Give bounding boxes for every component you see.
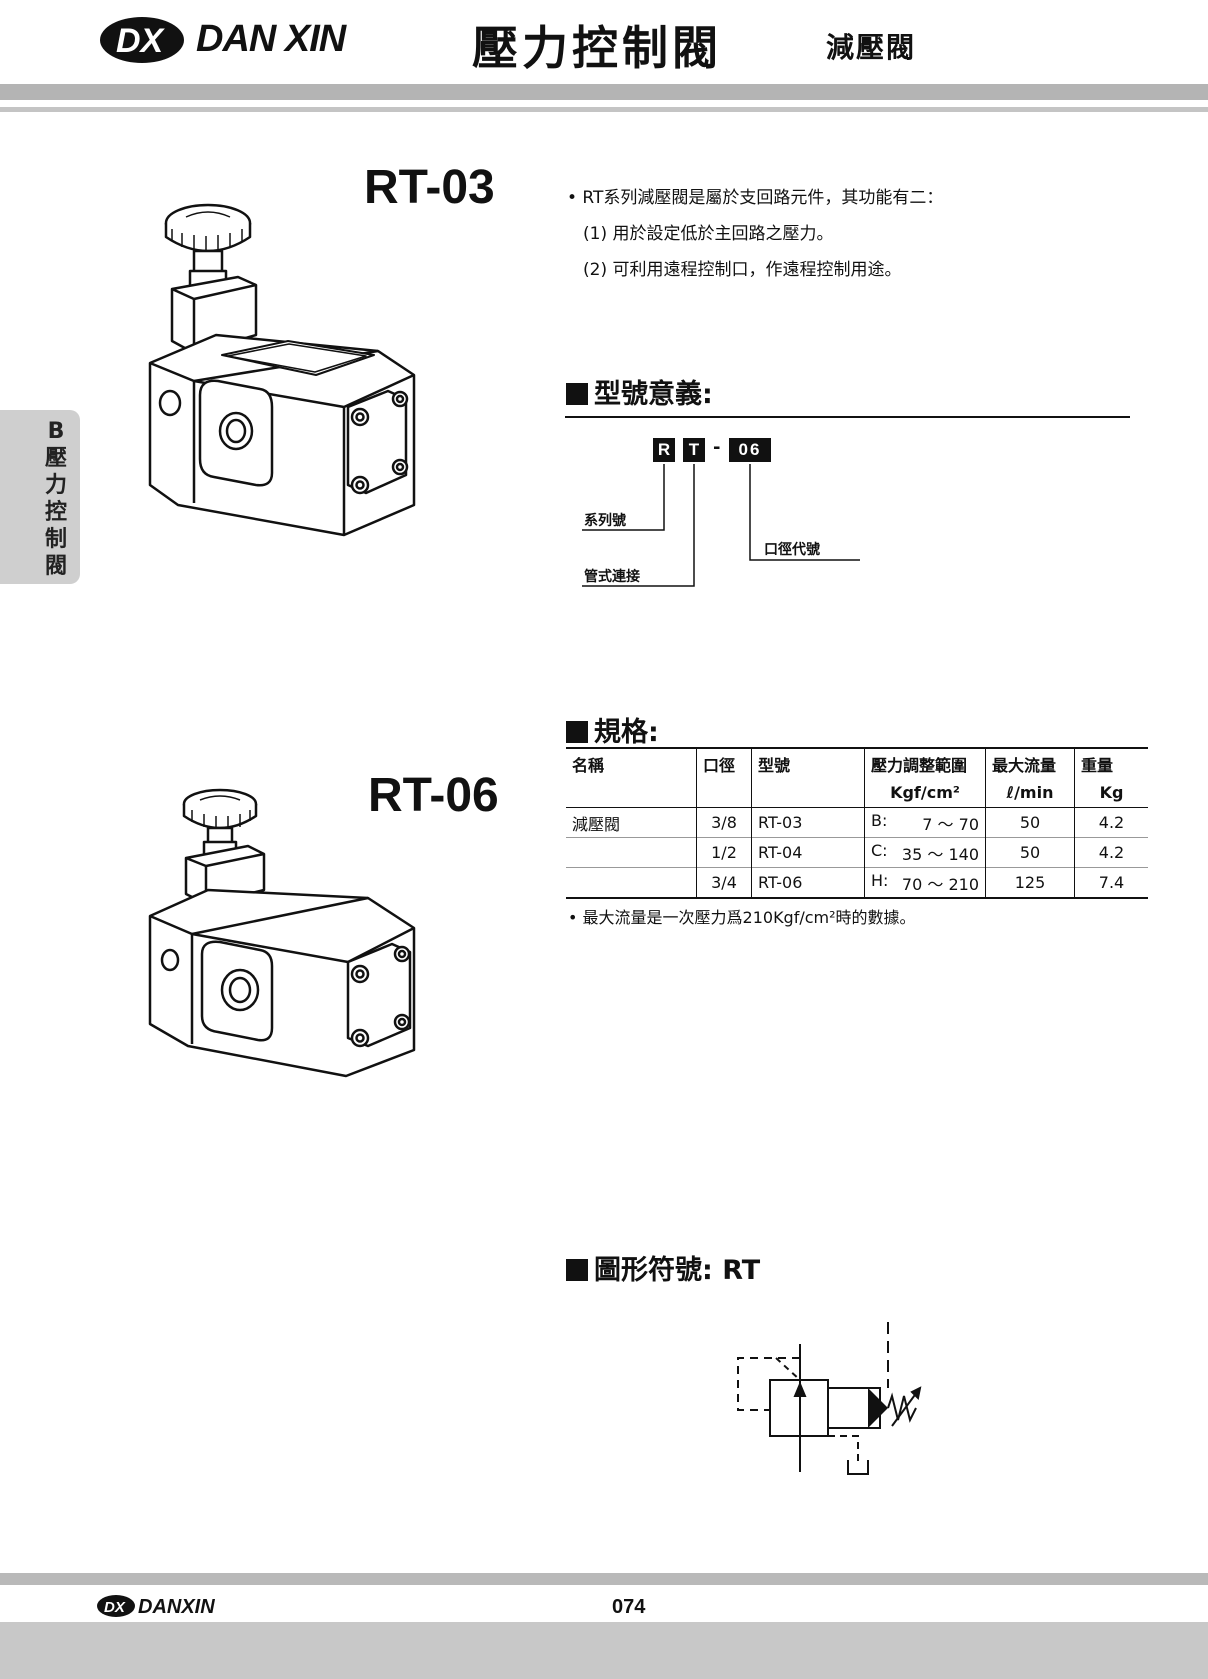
- pressure-range: 70 ～ 210: [901, 874, 979, 894]
- specs-heading: 規格:: [566, 710, 659, 749]
- intro-line: (1) 用於設定低於主回路之壓力。: [583, 224, 834, 244]
- cell-model: RT-03: [751, 807, 865, 838]
- intro-line: • RT系列減壓閥是屬於支回路元件，其功能有二：: [567, 188, 944, 208]
- unit-pressure: Kgf/cm²: [864, 778, 986, 808]
- cell-size: 1/2: [696, 837, 752, 868]
- code-box-size: 06: [729, 438, 771, 462]
- cell-size: 3/4: [696, 867, 752, 898]
- cell-flow: 125: [985, 867, 1075, 898]
- footer-rule-thin: [0, 1573, 1208, 1585]
- intro-line: (2) 可利用遠程控制口，作遠程控制用途。: [583, 260, 902, 280]
- footer-logo-mark-text: DX: [104, 1599, 126, 1616]
- heading-square-icon: [566, 1259, 588, 1281]
- side-tab-label: B壓力控制閥: [44, 419, 67, 579]
- hydraulic-symbol-rt: [730, 1322, 950, 1488]
- cell-pressure: B: 7 ～ 70: [864, 807, 986, 838]
- col-size: 口徑: [696, 748, 752, 778]
- rt-03-valve-illustration: [138, 185, 458, 549]
- rt-06-valve-illustration: [148, 778, 458, 1102]
- col-model: 型號: [751, 748, 865, 778]
- intro-description: • RT系列減壓閥是屬於支回路元件，其功能有二： (1) 用於設定低於主回路之壓…: [567, 180, 943, 288]
- unit-empty: [751, 778, 865, 808]
- table-row: 1/2 RT-04 C: 35 ～ 140 50 4.2: [566, 837, 1148, 868]
- heading-square-icon: [566, 383, 588, 405]
- cell-model: RT-06: [751, 867, 865, 898]
- label-series: 系列號: [584, 513, 626, 529]
- col-weight: 重量: [1081, 755, 1114, 775]
- page-subtitle: 減壓閥: [826, 31, 917, 64]
- cell-pressure: H: 70 ～ 210: [864, 867, 986, 898]
- table-header-row: 名稱 口徑 型號 壓力調整範圍 最大流量 重量: [566, 748, 1148, 778]
- cell-pressure: C: 35 ～ 140: [864, 837, 986, 868]
- table-row: 減壓閥 3/8 RT-03 B: 7 ～ 70 50 4.2: [566, 807, 1148, 838]
- col-pressure: 壓力調整範圍: [864, 748, 986, 778]
- cell-name: [566, 837, 697, 868]
- cell-weight: 4.2: [1098, 813, 1125, 832]
- unit-empty: [566, 778, 697, 808]
- specs-footnote: • 最大流量是一次壓力爲210Kgf/cm²時的數據。: [568, 908, 916, 927]
- table-row: 3/4 RT-06 H: 70 ～ 210 125 7.4: [566, 867, 1148, 898]
- cell-size: 3/8: [696, 807, 752, 838]
- col-name: 名稱: [566, 748, 697, 778]
- table-unit-row: Kgf/cm² ℓ/min Kg: [566, 778, 1148, 808]
- symbol-heading-text: 圖形符號: RT: [594, 1255, 761, 1286]
- code-dash: -: [713, 437, 721, 458]
- model-code-heading-text: 型號意義:: [594, 379, 713, 410]
- cell-name: [566, 867, 697, 898]
- model-code-heading: 型號意義:: [566, 372, 713, 411]
- specs-heading-text: 規格:: [594, 717, 659, 748]
- footer-band: [0, 1622, 1208, 1679]
- cell-weight: 4.2: [1098, 843, 1125, 862]
- code-box-t: T: [683, 438, 705, 462]
- cell-weight: 7.4: [1098, 873, 1125, 892]
- unit-empty: [696, 778, 752, 808]
- symbol-heading: 圖形符號: RT: [566, 1248, 760, 1287]
- pressure-code: B:: [871, 810, 888, 830]
- footer-brand: DANXIN: [138, 1596, 215, 1618]
- label-size-code: 口徑代號: [764, 542, 820, 558]
- unit-weight: Kg: [1099, 783, 1124, 802]
- heading-square-icon: [566, 721, 588, 743]
- model-title-rt-06: RT-06: [368, 769, 499, 822]
- cell-name: 減壓閥: [566, 807, 697, 838]
- section-side-tab: [0, 410, 80, 584]
- unit-flow: ℓ/min: [985, 778, 1075, 808]
- footer-logo: DX: [96, 1594, 136, 1618]
- pressure-range: 7 ～ 70: [922, 814, 979, 834]
- page-number: 074: [612, 1596, 646, 1618]
- col-flow: 最大流量: [985, 748, 1075, 778]
- page-title: 壓力控制閥: [472, 21, 722, 75]
- brand-logo: DX: [98, 12, 194, 66]
- brand-name: DAN XIN: [196, 18, 346, 60]
- cell-model: RT-04: [751, 837, 865, 868]
- model-title-rt-03: RT-03: [364, 161, 495, 214]
- model-code-rule: [565, 416, 1130, 418]
- pressure-code: C:: [871, 840, 888, 860]
- specs-table: 名稱 口徑 型號 壓力調整範圍 最大流量 重量 Kgf/cm² ℓ/min Kg…: [566, 747, 1148, 899]
- cell-flow: 50: [985, 837, 1075, 868]
- pressure-code: H:: [871, 870, 889, 890]
- cell-flow: 50: [985, 807, 1075, 838]
- header-rule-thick: [0, 84, 1208, 100]
- logo-mark-text: DX: [116, 22, 166, 60]
- pressure-range: 35 ～ 140: [901, 844, 979, 864]
- code-box-r: R: [653, 438, 675, 462]
- label-pipe-connection: 管式連接: [584, 569, 640, 585]
- header-rule-thin: [0, 107, 1208, 112]
